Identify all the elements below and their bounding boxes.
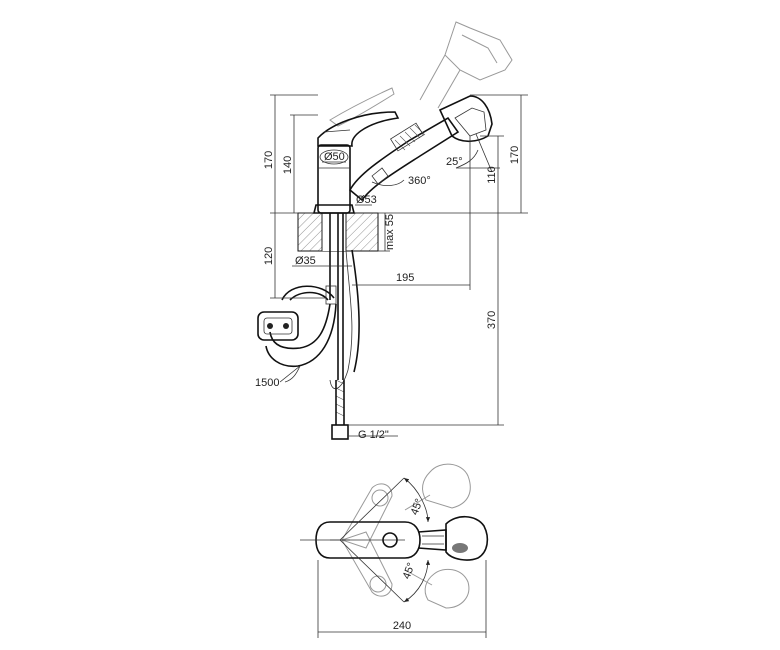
dim-thread: G 1/2" — [358, 429, 389, 441]
ghost-spray-head — [419, 21, 513, 109]
dim-max-55: max 55 — [384, 214, 396, 250]
faucet-body — [312, 111, 400, 214]
dim-hose-1500: 1500 — [255, 377, 279, 389]
side-view: 170 140 120 Ø50 Ø53 Ø35 360° 25° 110 170… — [255, 21, 528, 441]
dim-angle-45-bottom: 45° — [401, 561, 418, 581]
angle-lines — [300, 477, 431, 603]
dim-170-right: 170 — [509, 146, 521, 164]
dim-angle-25: 25° — [446, 156, 463, 168]
top-view: 45° 45° 240 — [300, 463, 489, 638]
supply-hoses — [257, 213, 360, 440]
dim-120-left: 120 — [263, 247, 275, 265]
dim-170-left: 170 — [263, 151, 275, 169]
dim-width-240: 240 — [393, 620, 411, 632]
dim-diameter-35: Ø35 — [295, 255, 316, 267]
dim-140-left: 140 — [282, 156, 294, 174]
dim-hose-370: 370 — [486, 311, 498, 329]
dim-angle-45-top: 45° — [409, 497, 426, 517]
spout — [348, 116, 460, 202]
dim-rotation-360: 360° — [408, 175, 431, 187]
dim-reach-195: 195 — [396, 272, 414, 284]
spray-head — [438, 95, 493, 173]
dim-diameter-50: Ø50 — [324, 151, 345, 163]
dim-110: 110 — [486, 166, 498, 184]
ghost-rotated-heads — [341, 463, 471, 609]
dimension-lines — [270, 94, 528, 437]
dim-diameter-53: Ø53 — [356, 194, 377, 206]
top-body — [315, 515, 489, 561]
